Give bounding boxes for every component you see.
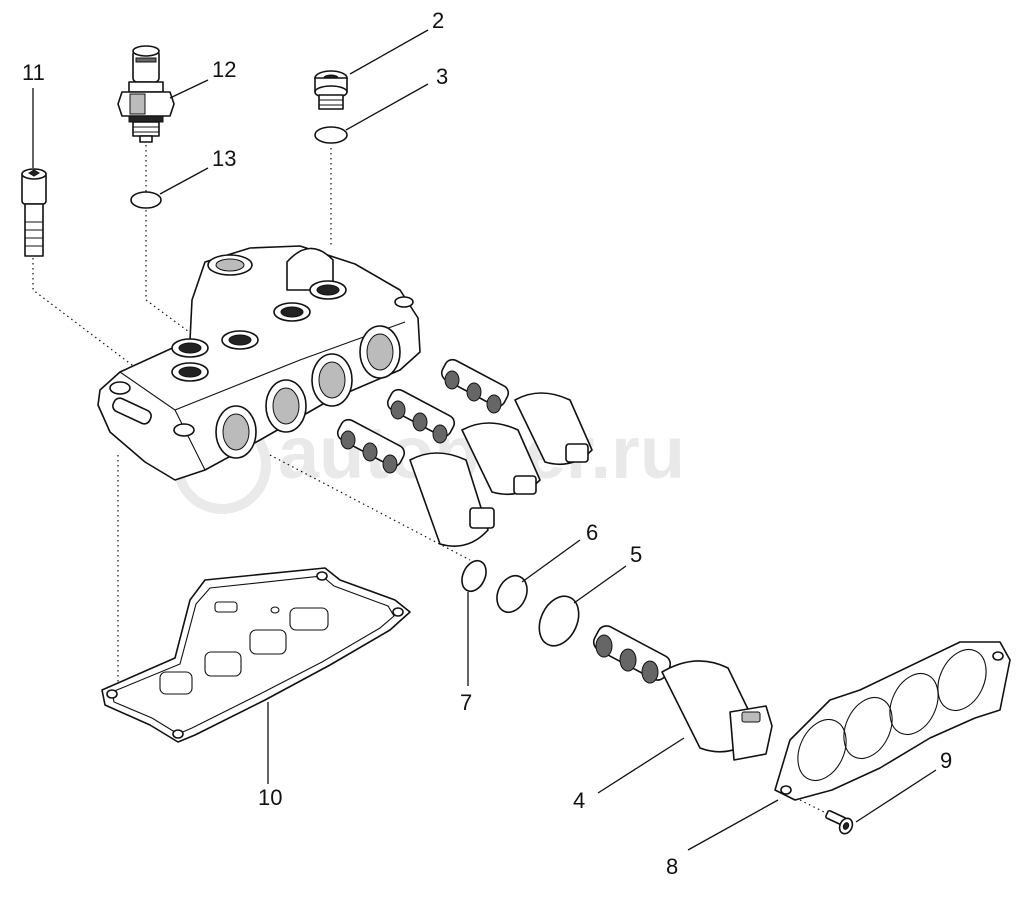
solenoid-part-4[interactable]: [591, 623, 773, 761]
o-ring-part-3[interactable]: [314, 126, 348, 144]
o-ring-part-5[interactable]: [532, 590, 587, 652]
o-ring-part-13[interactable]: [130, 191, 162, 209]
callout-9: 9: [940, 748, 952, 773]
o-ring-part-6[interactable]: [491, 571, 532, 617]
callout-5: 5: [630, 542, 642, 567]
callout-4: 4: [573, 788, 585, 813]
callout-13: 13: [212, 146, 236, 171]
callout-2: 2: [432, 8, 444, 33]
callout-8: 8: [666, 854, 678, 879]
plug-part-2[interactable]: [314, 70, 348, 110]
cover-plate-part-8[interactable]: [774, 641, 1011, 801]
callout-12: 12: [212, 57, 236, 82]
gasket-part-10[interactable]: [101, 567, 411, 743]
solenoid-installed-1: [440, 358, 593, 466]
sensor-part-12[interactable]: [117, 45, 175, 143]
solenoid-installed-3: [336, 418, 495, 547]
callout-labels: 11 12 13 2 3 6 5 7 10 4 8 9: [22, 8, 952, 879]
screw-part-9[interactable]: [825, 810, 855, 836]
valve-body-housing[interactable]: [97, 245, 421, 481]
callout-6: 6: [586, 520, 598, 545]
assembly-lines: [32, 145, 831, 816]
callout-10: 10: [258, 785, 282, 810]
callout-3: 3: [436, 64, 448, 89]
bolt-part-11[interactable]: [21, 168, 47, 257]
o-ring-part-7[interactable]: [457, 557, 490, 595]
callout-7: 7: [460, 690, 472, 715]
leader-lines: [32, 29, 937, 851]
callout-11: 11: [22, 60, 45, 85]
solenoid-installed-2: [386, 388, 541, 496]
